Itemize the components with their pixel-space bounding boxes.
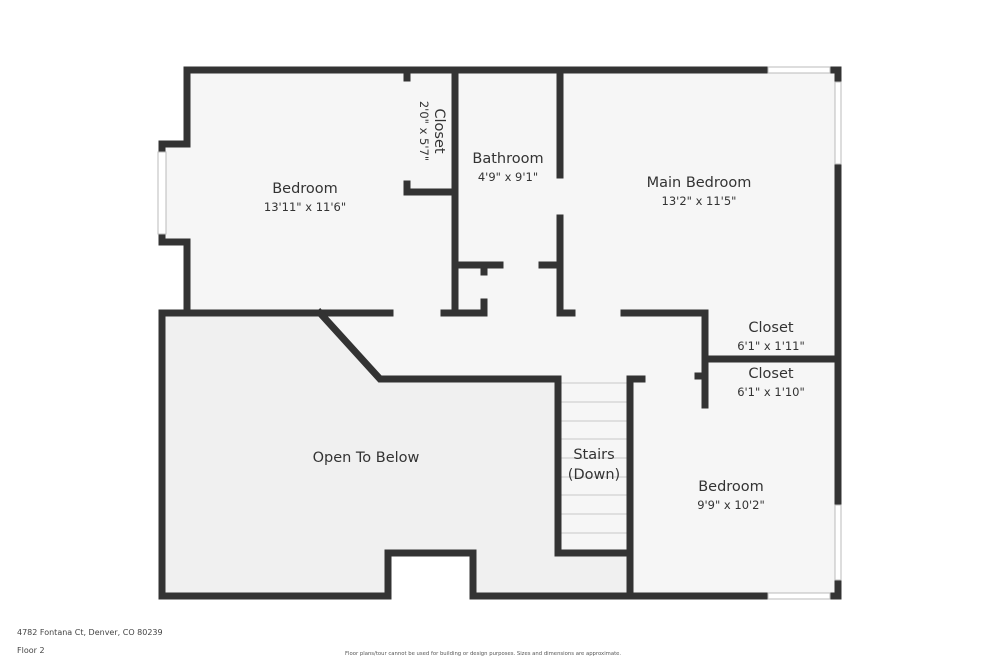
windows <box>157 66 842 600</box>
floor-label: Floor 2 <box>17 646 45 655</box>
room-name: Bedroom <box>272 181 338 197</box>
room-dimensions: 9'9" x 10'2" <box>697 498 765 512</box>
stair-treads <box>561 382 627 534</box>
room-stairs: Stairs (Down) <box>568 447 620 483</box>
room-open-to-below: Open To Below <box>313 450 420 466</box>
room-name: Stairs <box>573 447 614 463</box>
room-dimensions: 6'1" x 1'10" <box>737 385 805 399</box>
room-dimensions: 4'9" x 9'1" <box>478 170 538 184</box>
room-name: Closet <box>748 320 793 336</box>
property-address: 4782 Fontana Ct, Denver, CO 80239 <box>17 628 163 637</box>
floor-fills <box>162 71 838 596</box>
room-dimensions: 13'11" x 11'6" <box>264 200 346 214</box>
room-name: Main Bedroom <box>647 175 752 191</box>
room-closet-small: Closet 2'0" x 5'7" <box>417 101 447 161</box>
room-main-bedroom: Main Bedroom 13'2" x 11'5" <box>647 175 752 208</box>
room-closet-lower-right: Closet 6'1" x 1'10" <box>737 366 805 399</box>
disclaimer: Floor plans/tour cannot be used for buil… <box>345 651 622 657</box>
room-dimensions: 2'0" x 5'7" <box>417 101 431 161</box>
room-name: Bedroom <box>698 479 764 495</box>
room-dimensions: 13'2" x 11'5" <box>662 194 737 208</box>
room-name: Bathroom <box>472 151 543 167</box>
room-subtitle: (Down) <box>568 467 620 483</box>
room-bedroom-upper: Bedroom 13'11" x 11'6" <box>264 181 346 214</box>
room-bedroom-lower: Bedroom 9'9" x 10'2" <box>697 479 765 512</box>
room-bathroom: Bathroom 4'9" x 9'1" <box>472 151 543 184</box>
walls <box>158 66 842 600</box>
room-dimensions: 6'1" x 1'11" <box>737 339 805 353</box>
room-name: Open To Below <box>313 450 420 466</box>
room-closet-upper-right: Closet 6'1" x 1'11" <box>737 320 805 353</box>
room-name: Closet <box>431 108 447 153</box>
room-name: Closet <box>748 366 793 382</box>
